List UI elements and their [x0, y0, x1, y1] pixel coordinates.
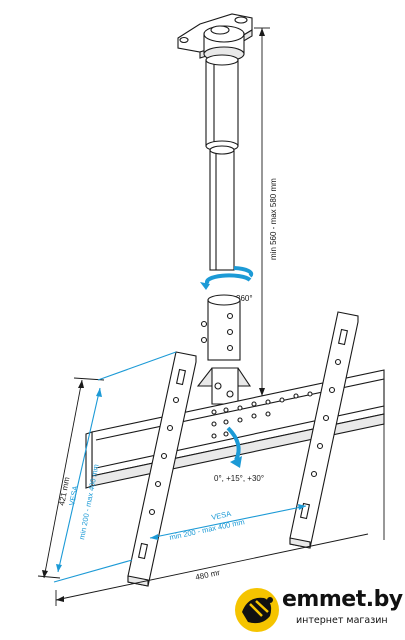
vesa-horizontal-title: VESA: [211, 509, 232, 522]
inner-pole: [209, 145, 235, 271]
vesa-horizontal-range: min 200 - max 400 mm: [169, 517, 246, 542]
right-vesa-arm: [289, 311, 359, 549]
height-range-dimension: [254, 27, 270, 396]
vesa-vertical-title: VESA: [67, 485, 80, 506]
tilt-arrow-icon: [226, 426, 242, 468]
bee-logo-icon: [235, 588, 279, 632]
brand-logo[interactable]: emmet.by интернет магазин: [230, 585, 403, 637]
tilt-joint: [196, 367, 252, 405]
vesa-horizontal-dimension: [149, 504, 307, 540]
brand-name: emmet.by: [282, 587, 403, 612]
brand-tagline: интернет магазин: [296, 615, 388, 626]
width-dimension: [55, 420, 385, 606]
vesa-vertical-dimension: [53, 351, 177, 583]
outer-pole: [205, 54, 239, 152]
left-vesa-arm: [127, 351, 197, 587]
rotation-label: 360°: [236, 294, 253, 303]
ceiling-bracket: [177, 13, 253, 62]
height-range-label: min 560 - max 580 mm: [269, 178, 278, 260]
tilt-label: 0°, +15°, +30°: [214, 474, 264, 483]
lower-pole: [200, 294, 241, 361]
height-dimension: [37, 377, 105, 579]
rotation-arrow-icon: [200, 266, 254, 290]
